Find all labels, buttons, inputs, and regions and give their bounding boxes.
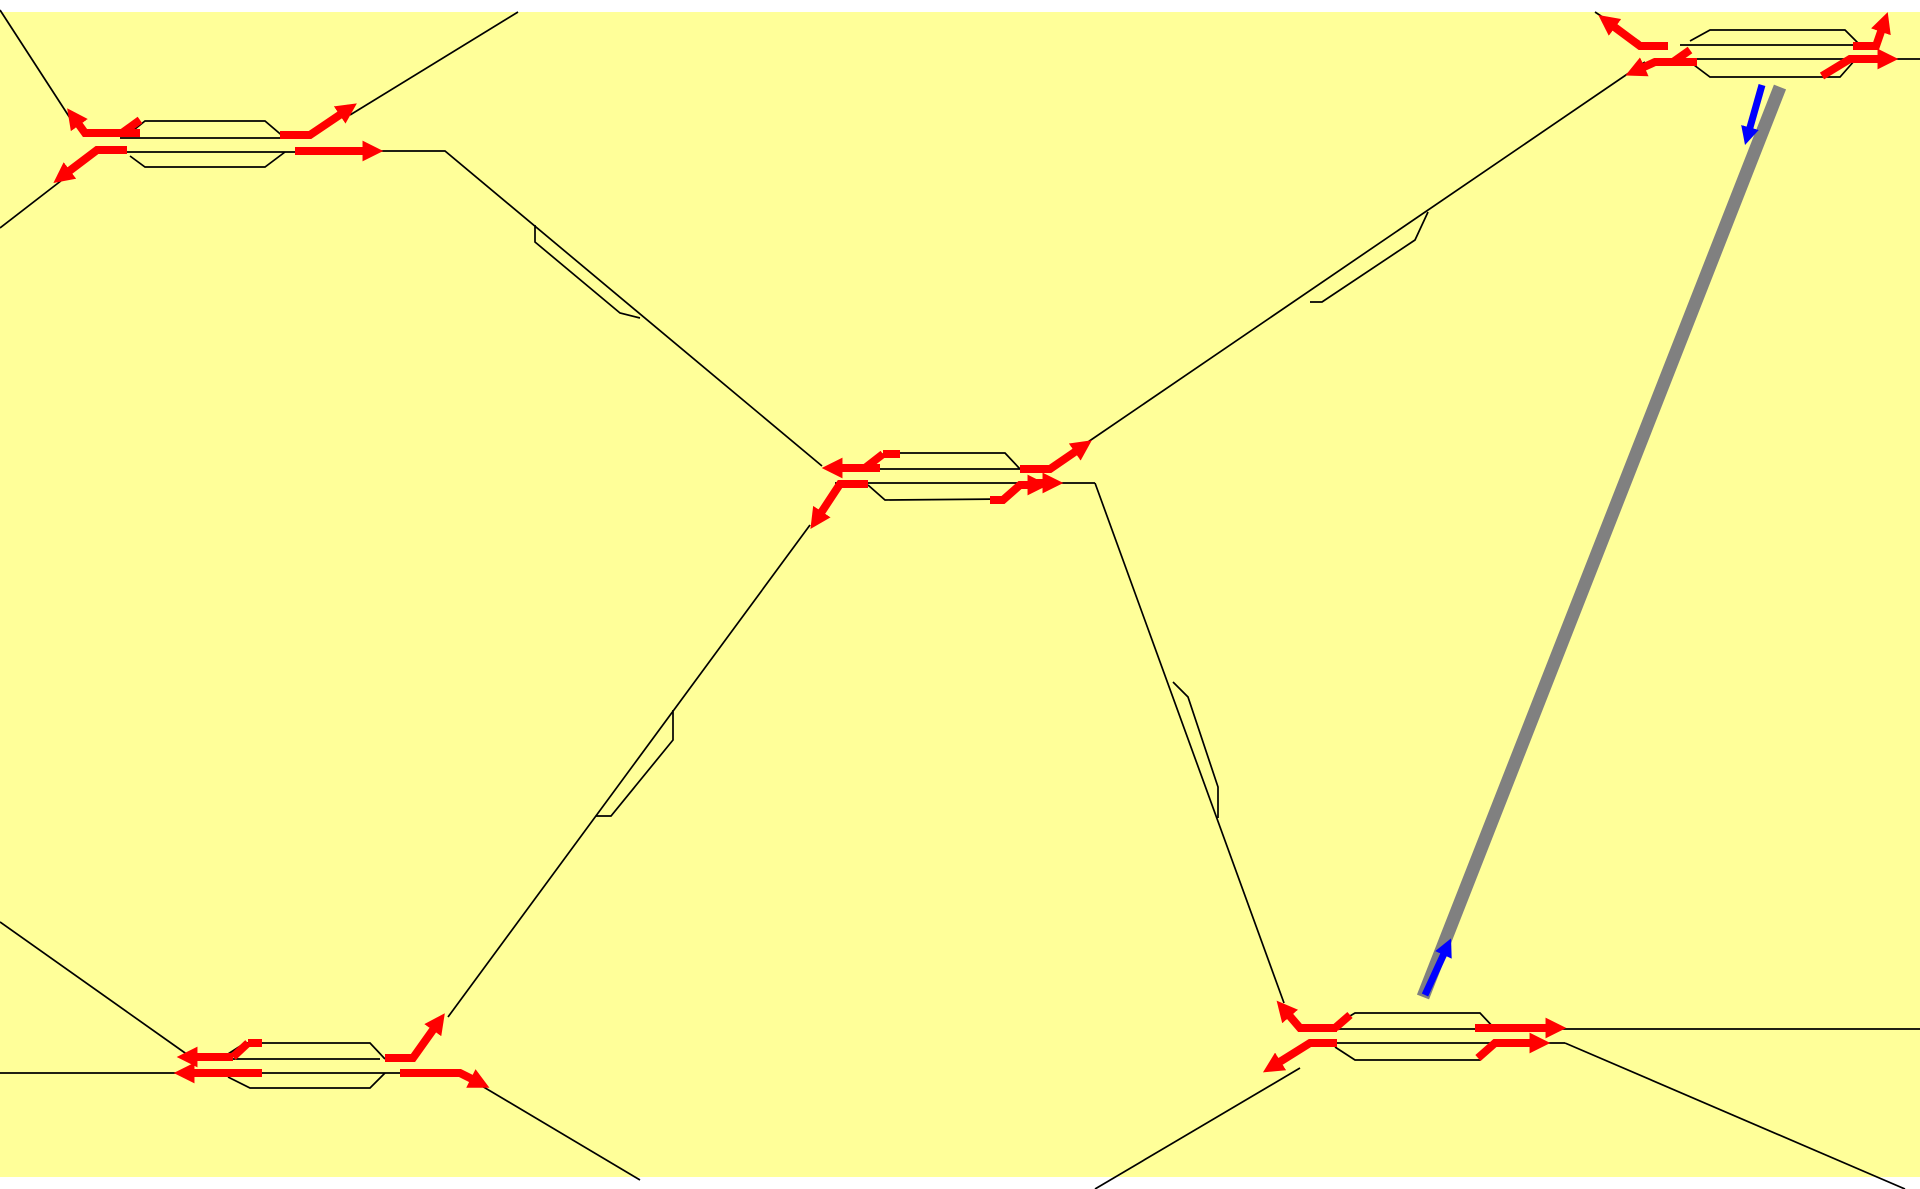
- station-track: [129, 151, 286, 168]
- signal-se-4[interactable]: [1475, 1032, 1551, 1061]
- red-arrow-icon: [67, 108, 140, 137]
- signal-ne-1[interactable]: [1598, 15, 1668, 50]
- bottom-border: [0, 1177, 1920, 1189]
- red-arrow-icon: [400, 1069, 490, 1088]
- signal-se-2[interactable]: [1262, 1039, 1337, 1073]
- track-line: [0, 9, 71, 119]
- signals-layer: [53, 12, 1899, 1088]
- red-arrow-icon: [385, 1013, 445, 1062]
- track-line: [534, 225, 641, 319]
- track-line: [349, 11, 519, 116]
- track-line: [1094, 482, 1285, 1004]
- signal-sw-1[interactable]: [176, 1039, 262, 1068]
- top-border: [0, 0, 1920, 12]
- signal-ne-4[interactable]: [1819, 48, 1899, 80]
- active-route-ne-se[interactable]: [1416, 84, 1787, 1000]
- track-line: [1564, 1042, 1906, 1189]
- train-southeast[interactable]: [1421, 938, 1452, 997]
- active-route-line[interactable]: [1416, 84, 1787, 1000]
- red-arrow-icon: [1625, 57, 1697, 77]
- siding-track: [596, 710, 674, 817]
- signal-nw-3[interactable]: [280, 103, 357, 139]
- station-track: [227, 1072, 386, 1089]
- station-track: [1689, 29, 1861, 46]
- red-arrow-icon: [1262, 1039, 1337, 1073]
- red-arrow-icon: [1276, 1000, 1337, 1032]
- signal-stub: [230, 1040, 251, 1060]
- signal-nw-2[interactable]: [53, 146, 127, 184]
- siding-track: [1172, 681, 1219, 818]
- red-arrow-icon: [1853, 12, 1891, 50]
- track-line: [0, 921, 196, 1061]
- signal-ne-3[interactable]: [1853, 12, 1891, 50]
- signal-sw-4[interactable]: [400, 1069, 490, 1088]
- signal-sw-3[interactable]: [385, 1013, 445, 1062]
- station-track: [129, 120, 286, 139]
- track-line: [370, 150, 823, 467]
- track-line: [447, 524, 811, 1018]
- signal-stub: [1670, 46, 1693, 66]
- signal-stub: [119, 116, 143, 137]
- red-arrow-icon: [53, 146, 127, 184]
- track-line: [1094, 1067, 1301, 1189]
- red-arrow-icon: [1475, 1032, 1551, 1061]
- blue-arrow-icon: [1421, 938, 1452, 997]
- signal-stub: [1332, 1011, 1353, 1032]
- signal-se-1[interactable]: [1276, 1000, 1353, 1032]
- signal-stub: [862, 450, 886, 472]
- train-northeast[interactable]: [1741, 84, 1766, 146]
- signal-c-1[interactable]: [821, 450, 900, 479]
- red-arrow-icon: [280, 103, 357, 139]
- signal-c-3[interactable]: [1020, 440, 1092, 473]
- signal-nw-1[interactable]: [67, 108, 143, 137]
- red-arrow-icon: [1598, 15, 1668, 50]
- red-arrow-icon: [1819, 48, 1899, 80]
- trains-layer: [1421, 84, 1766, 997]
- signal-ne-2[interactable]: [1625, 46, 1697, 77]
- siding-track: [1310, 211, 1429, 303]
- station-track: [1689, 59, 1856, 78]
- red-arrow-icon: [1020, 440, 1092, 473]
- blue-arrow-icon: [1741, 84, 1766, 146]
- red-arrow-icon: [990, 474, 1049, 504]
- track-line: [459, 1072, 641, 1181]
- signal-c-2[interactable]: [810, 480, 868, 529]
- signal-c-5[interactable]: [990, 474, 1049, 504]
- red-arrow-icon: [810, 480, 868, 529]
- track-line: [1084, 61, 1646, 445]
